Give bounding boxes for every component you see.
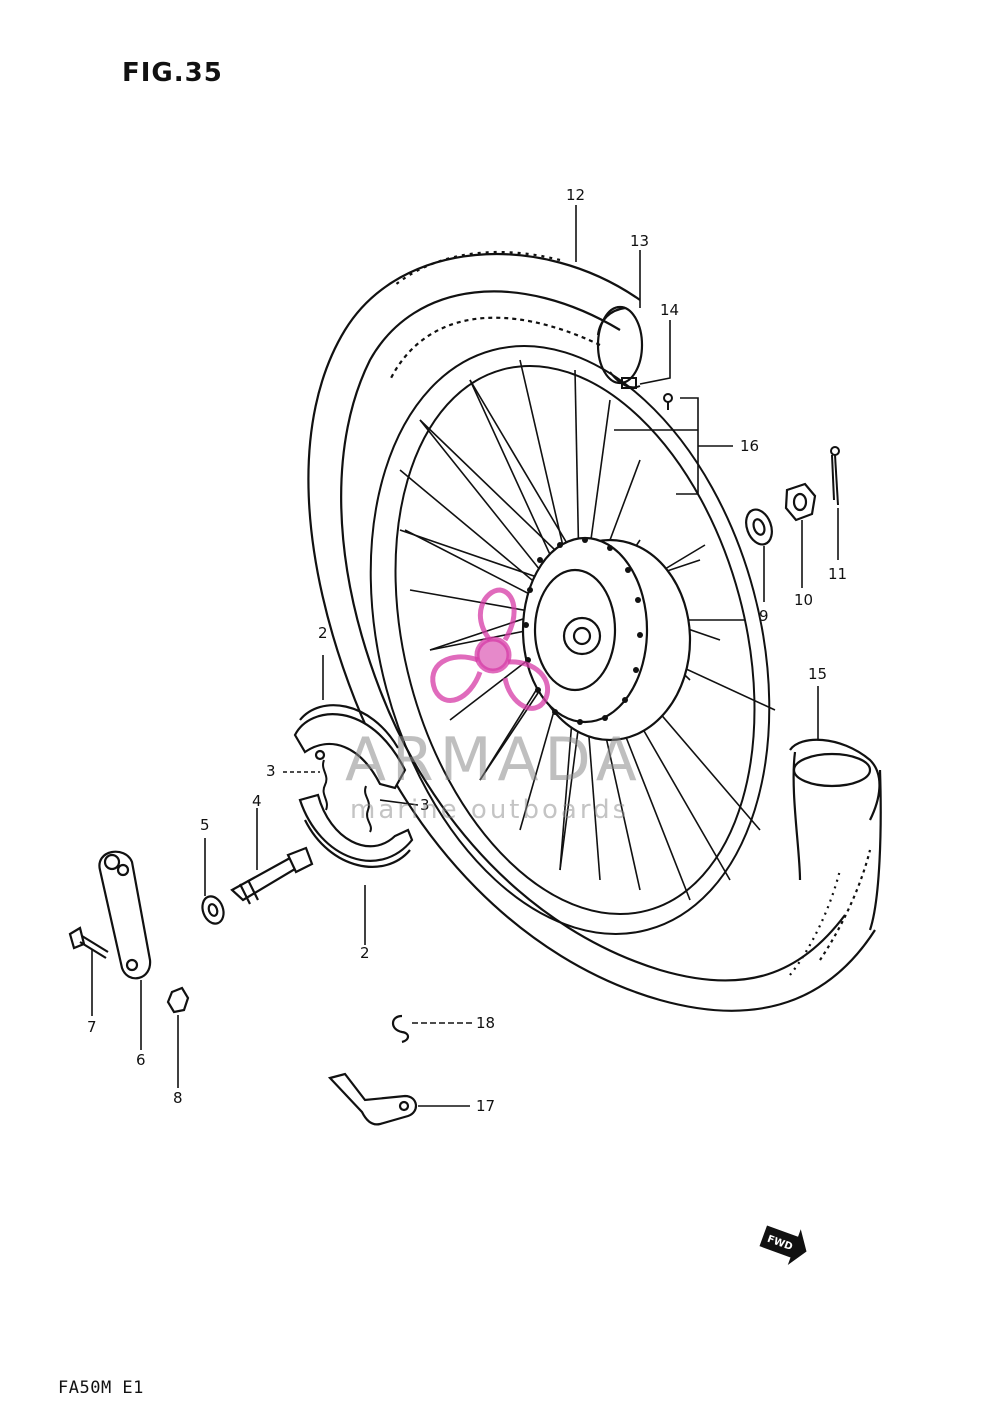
bracket-17 — [327, 1072, 417, 1126]
hub-holes — [523, 537, 643, 725]
brake-camshaft — [230, 846, 314, 905]
callout-7: 7 — [87, 1018, 97, 1036]
callout-12: 12 — [566, 186, 585, 204]
model-code: FA50M E1 — [58, 1378, 144, 1398]
watermark-brand: ARMADA — [345, 725, 643, 795]
nut-8 — [166, 986, 190, 1014]
callout-2-upper: 2 — [318, 624, 328, 642]
watermark: ARMADA marine outboards — [345, 587, 643, 825]
callout-14: 14 — [660, 301, 679, 319]
spoke-nipple — [663, 393, 673, 410]
leader-lines — [91, 205, 839, 1107]
callout-11: 11 — [828, 565, 847, 583]
brake-shoe-lower — [298, 793, 414, 868]
watermark-tagline: marine outboards — [350, 795, 629, 825]
callout-15: 15 — [808, 665, 827, 683]
callout-10: 10 — [794, 591, 813, 609]
washer-9 — [745, 508, 773, 546]
callout-labels: 12 13 14 16 11 10 9 15 2 3 3 4 5 2 7 6 8… — [87, 186, 847, 1115]
tire-cut-top — [596, 305, 644, 385]
callout-2-lower: 2 — [360, 944, 370, 962]
callout-18: 18 — [476, 1014, 495, 1032]
callout-8: 8 — [173, 1089, 183, 1107]
callout-6: 6 — [136, 1051, 146, 1069]
callout-17: 17 — [476, 1097, 495, 1115]
callout-3-upper: 3 — [266, 762, 276, 780]
callout-5: 5 — [200, 816, 210, 834]
cotter-pin-11 — [830, 446, 840, 506]
propeller-logo-icon — [430, 587, 550, 711]
tire-cut-bottom — [789, 738, 882, 931]
callout-9: 9 — [759, 607, 769, 625]
callout-3-lower: 3 — [420, 796, 430, 814]
axle-nut-10 — [784, 482, 817, 522]
fwd-arrow-icon: FWD — [759, 1225, 807, 1265]
washer-5 — [201, 895, 225, 925]
callout-4: 4 — [252, 792, 262, 810]
brake-spring — [322, 759, 372, 833]
bolt-7 — [68, 926, 109, 959]
rim — [369, 345, 771, 935]
valve — [609, 371, 641, 389]
figure-title: FIG.35 — [122, 58, 223, 88]
brake-cam-lever — [98, 850, 152, 980]
callout-16: 16 — [740, 437, 759, 455]
brake-shoe-upper — [293, 704, 407, 790]
callout-13: 13 — [630, 232, 649, 250]
clip-18 — [391, 1014, 410, 1044]
hub — [521, 536, 692, 742]
tire — [307, 250, 876, 1012]
